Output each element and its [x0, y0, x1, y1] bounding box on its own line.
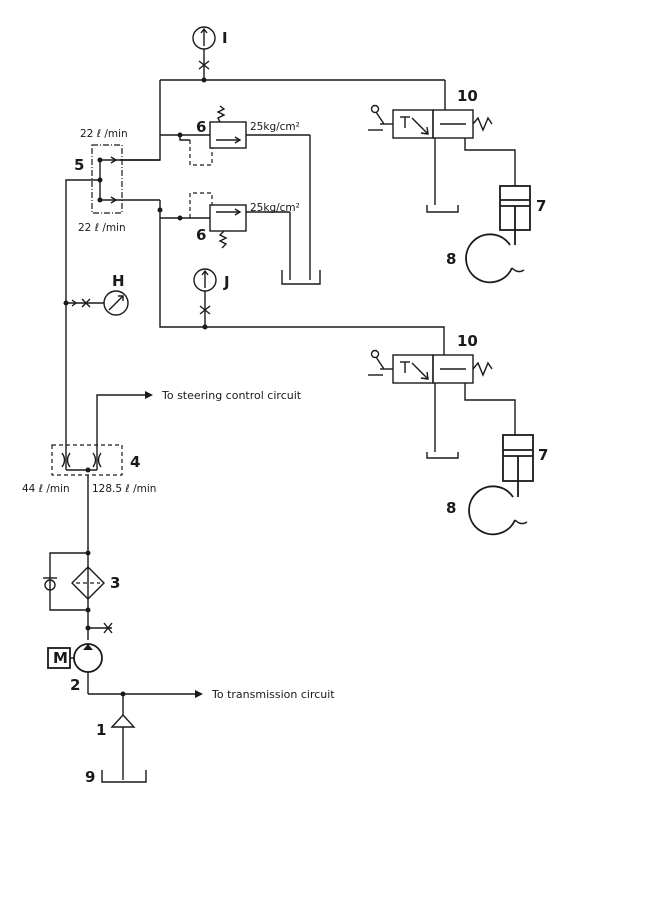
steering-circuit-line: To steering control circuit	[96, 389, 302, 450]
label-7-lower: 7	[538, 446, 548, 464]
label-10-lower: 10	[457, 332, 478, 350]
flow-left-label: 44 ℓ /min	[22, 483, 70, 495]
filter-3: 3	[43, 475, 120, 640]
brake-cylinder-7-upper: 7	[499, 185, 546, 245]
label-2: 2	[70, 676, 80, 694]
gauge-h-label: H	[112, 272, 125, 290]
directional-valve-10-lower: 10	[368, 332, 516, 459]
flow-bottom-label: 22 ℓ /min	[78, 222, 126, 234]
pressure-gauge-j: J	[193, 268, 230, 327]
brake-8-upper: 8	[446, 233, 525, 284]
pressure-lower-label: 25kg/cm²	[250, 202, 300, 214]
label-6-lower: 6	[196, 226, 206, 244]
label-1: 1	[96, 721, 106, 739]
transmission-circuit-line: To transmission circuit	[88, 688, 335, 701]
relief-valve-6-upper: 6 25kg/cm²	[160, 105, 311, 280]
label-7-upper: 7	[536, 197, 546, 215]
gauge-j-label: J	[223, 273, 230, 291]
motor-m: M	[47, 647, 74, 669]
transmission-circuit-label: To transmission circuit	[211, 688, 335, 701]
label-8-upper: 8	[446, 250, 456, 268]
label-9: 9	[85, 768, 95, 786]
label-8-lower: 8	[446, 499, 456, 517]
directional-valve-10-upper: 10	[368, 87, 516, 213]
brake-8-lower: 8	[446, 485, 528, 536]
label-5: 5	[74, 156, 84, 174]
gauge-i-label: I	[222, 29, 228, 47]
label-3: 3	[110, 574, 120, 592]
flow-divider-supply-line	[65, 179, 100, 450]
flow-divider-valve-4: 4 44 ℓ /min 128.5 ℓ /min	[22, 444, 156, 495]
pressure-gauge-i: I	[192, 26, 228, 80]
label-4: 4	[130, 453, 140, 471]
label-6-upper: 6	[196, 118, 206, 136]
pressure-upper-label: 25kg/cm²	[250, 121, 300, 133]
label-10-upper: 10	[457, 87, 478, 105]
flow-top-label: 22 ℓ /min	[80, 128, 128, 140]
steering-circuit-label: To steering control circuit	[161, 389, 302, 402]
upper-pressure-line	[120, 77, 446, 161]
relief-return-tank	[281, 270, 321, 285]
test-port	[85, 622, 113, 634]
flow-right-label: 128.5 ℓ /min	[92, 483, 156, 495]
flow-divider-valve-5: 5 22 ℓ /min 22 ℓ /min	[74, 128, 160, 234]
strainer-1: 1	[96, 694, 136, 780]
lower-pressure-line	[159, 218, 445, 355]
pressure-gauge-h: H	[63, 272, 129, 316]
tank-9: 9	[85, 768, 147, 786]
pump-2: 2	[70, 643, 103, 694]
brake-cylinder-7-lower: 7	[502, 434, 548, 497]
motor-label: M	[53, 649, 68, 667]
relief-valve-6-lower: 6 25kg/cm²	[157, 192, 300, 280]
